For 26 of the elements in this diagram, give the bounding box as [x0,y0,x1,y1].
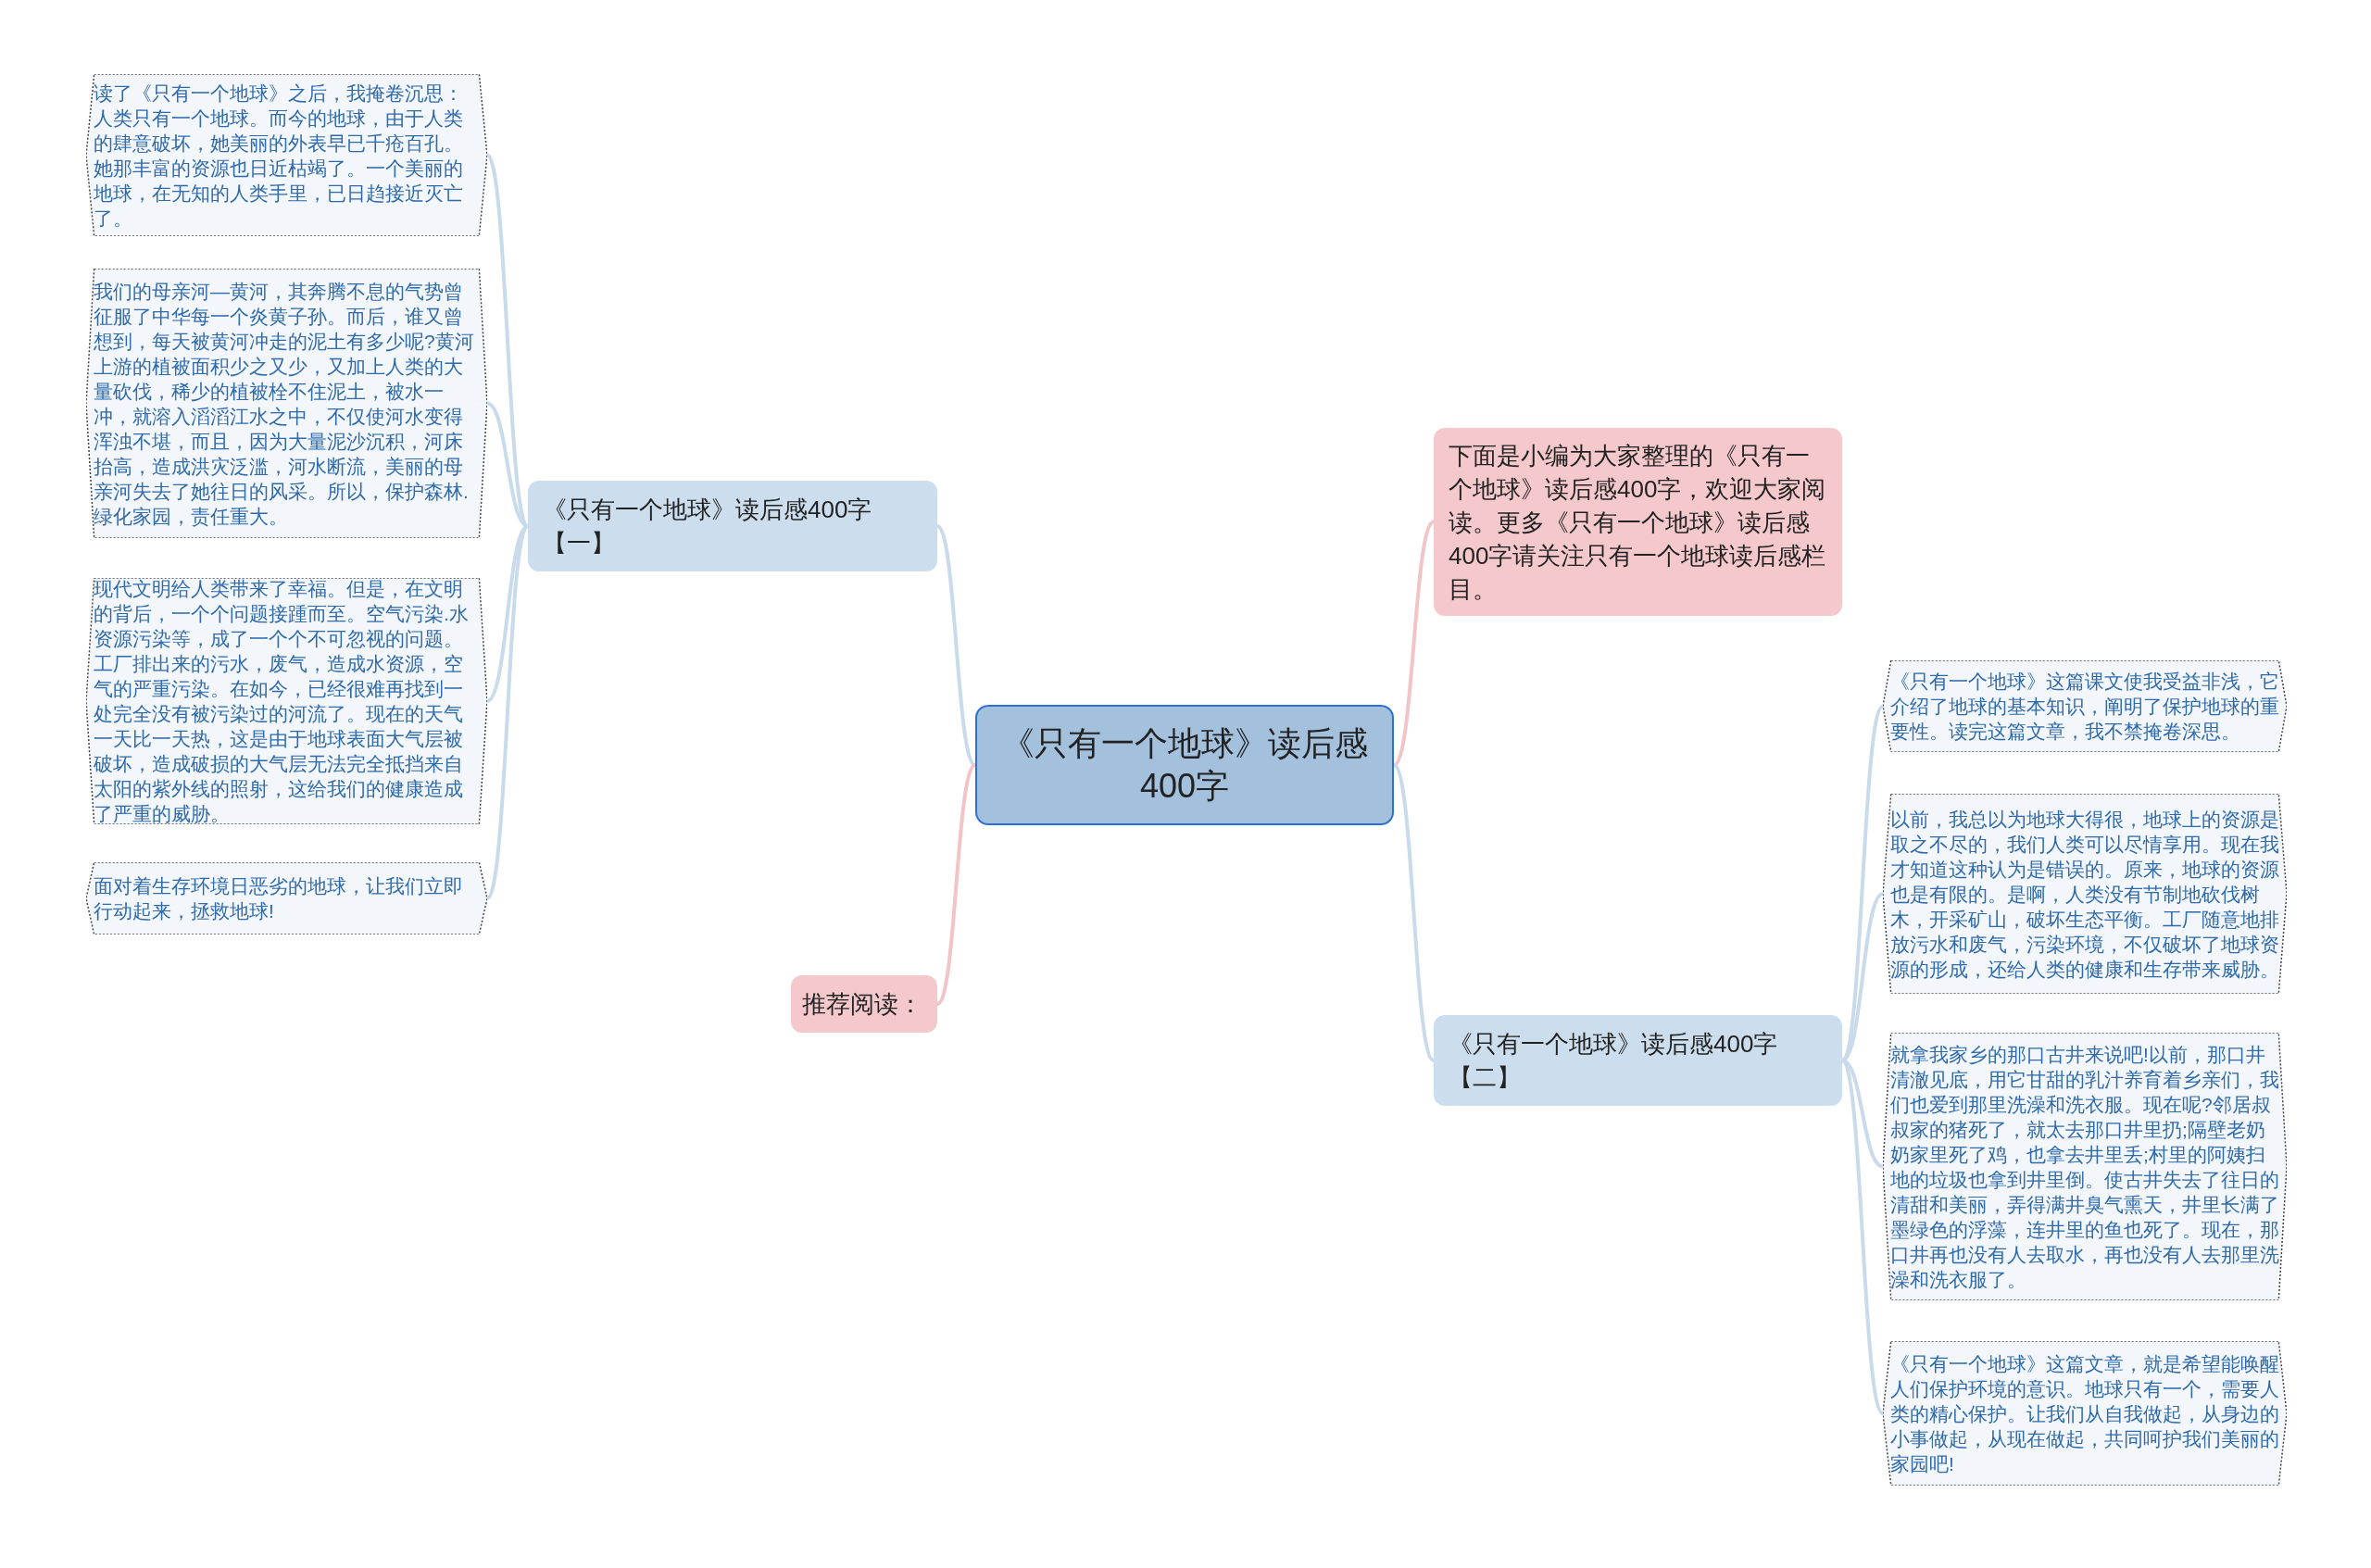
note-box [1434,428,1842,616]
topic-text: 我们的母亲河—黄河，其奔腾不息的气势曾征服了中华每一个炎黄子孙。而后，谁又曾想到，每天被黄河冲走的泥土有多少呢?黄河上游的植被面积少之又少，又加上人类的大量砍伐，稀少的植被栓不住泥土，被水一冲，就溶入滔滔江水之中，不仅使河水变得浑浊不堪，而且，因为大量泥沙沉积，河床抬高，造成洪灾泛滥，河水断流，美丽的母亲河失去了她往日的风采。所以，保护森林.绿化家园，责任重大。 [94,279,475,529]
leaf-card [1883,1341,2287,1486]
topic-text: 就拿我家乡的那口古井来说吧!以前，那口井清澈见底，用它甘甜的乳汁养育着乡亲们，我们也爱到那里洗澡和洗衣服。现在呢?邻居叔叔家的猪死了，就太去那口井里扔;隔壁老奶奶家里死了鸡，也拿去井里丢;村里的阿姨扫地的垃圾也拿到井里倒。使古井失去了往日的清甜和美丽，弄得满井臭气熏天，井里长满了墨绿色的浮藻，连井里的鱼也死了。现在，那口井再也没有人去取水，再也没有人去那里洗澡和洗衣服了。 [1890,1042,2279,1292]
topic-text: 《只有一个地球》读后感400字【二】 [1449,1029,1779,1093]
connector-line [935,763,977,1006]
note-box [791,975,937,1033]
topic-text: 下面是小编为大家整理的《只有一个地球》读后感400字，欢迎大家阅读。更多《只有一个地球》读后感400字请关注只有一个地球读后感栏目。 [1449,440,1827,605]
topic-text: 《只有一个地球》这篇文章，就是希望能唤醒人们保护环境的意识。地球只有一个，需要人类的精心保护。让我们从自我做起，从身边的小事做起，从现在做起，共同呵护我们美丽的家园吧! [1890,1351,2279,1476]
topic-text: 以前，我总以为地球大得很，地球上的资源是取之不尽的，我们人类可以尽情享用。现在我才知道这种认为是错误的。原来，地球的资源也是有限的。是啊，人类没有节制地砍伐树木，开采矿山，破坏生态平衡。工厂随意地排放污水和废气，污染环境，不仅破坏了地球资源的形成，还给人类的健康和生存带来威胁。 [1890,807,2279,982]
connector-line [935,524,977,767]
topic-text: 读了《只有一个地球》之后，我掩卷沉思：人类只有一个地球。而今的地球，由于人类的肆意破坏，她美丽的外表早已千疮百孔。她那丰富的资源也日近枯竭了。一个美丽的地球，在无知的人类手里，已日趋接近灭亡了。 [94,81,464,231]
topic-text: 现代文明给人类带来了幸福。但是，在文明的背后，一个个问题接踵而至。空气污染.水资源污染等，成了一个个不可忽视的问题。工厂排出来的污水，废气，造成水资源，空气的严重污染。在如今，已经很难再找到一处完全没有被污染过的河流了。现在的天气一天比一天热，这是由于地球表面大气层被破坏，造成破损的大气层无法完全抵挡来自太阳的紫外线的照射，这给我们的健康造成了严重的威胁。 [94,577,470,826]
topic-text: 《只有一个地球》读后感400字 [1000,723,1369,807]
central-topic [975,705,1394,825]
branch-topic [528,481,937,571]
leaf-card [86,862,487,935]
leaf-card [1883,660,2287,752]
topic-text: 《只有一个地球》读后感400字【一】 [543,495,873,558]
leaf-card [1883,794,2287,994]
topic-text: 《只有一个地球》这篇课文使我受益非浅，它介绍了地球的基本知识，阐明了保护地球的重要性。读完这篇文章，我不禁掩卷深思。 [1890,670,2279,744]
connector-line [1392,763,1436,1062]
topic-text: 推荐阅读： [802,989,923,1020]
topic-text: 面对着生存环境日恶劣的地球，让我们立即行动起来，拯救地球! [94,874,464,923]
branch-topic [1434,1015,1842,1106]
connector-line [1392,521,1436,767]
